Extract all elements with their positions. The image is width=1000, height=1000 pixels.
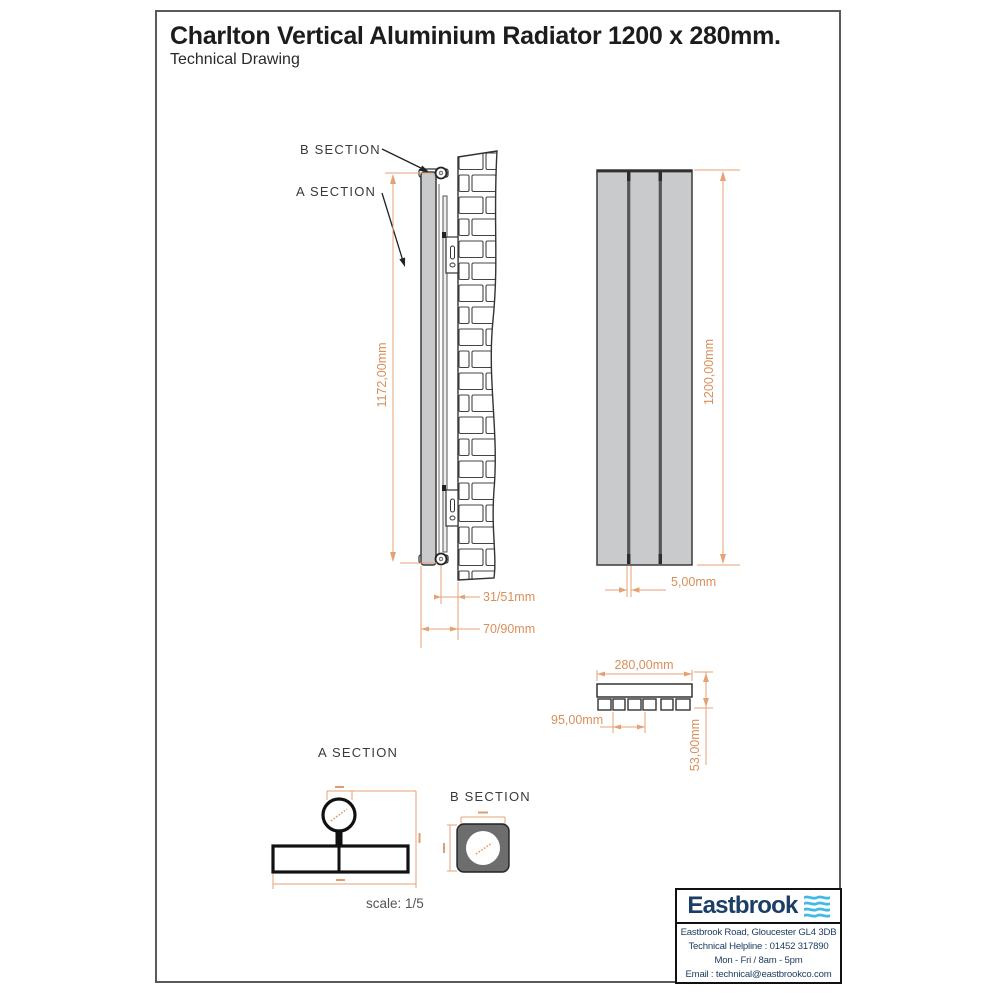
front-panel-body [596, 169, 693, 566]
wall-depth-dim-text: 70/90mm [483, 622, 535, 636]
scale-note: scale: 1/5 [366, 896, 424, 911]
radiator-side-profile [420, 171, 440, 566]
panel-separator-2 [658, 171, 662, 564]
top-centres-dim-text: 95,00mm [551, 713, 603, 727]
a-section-profile [271, 797, 410, 874]
footer-contact-lines: Eastbrook Road, Gloucester GL4 3DB Techn… [677, 924, 840, 982]
panel-gap-dim-text: 5,00mm [671, 575, 716, 589]
wall-bracket-rail [442, 195, 448, 553]
top-width-dimension [596, 670, 693, 681]
page-subtitle: Technical Drawing [170, 51, 300, 68]
side-view: B SECTION A SECTION 1172,00mm [296, 142, 535, 648]
side-height-dimension [385, 172, 437, 564]
a-section-title: A SECTION [318, 745, 398, 760]
a-section-detail: A SECTION [271, 745, 421, 889]
upper-bracket-plate [442, 232, 459, 274]
footer-helpline: Technical Helpline : 01452 317890 [688, 941, 829, 952]
a-section-bore-micro-label [330, 808, 348, 822]
wall-depth-dimension [421, 626, 480, 632]
top-view-fins [597, 698, 691, 711]
page-title: Charlton Vertical Aluminium Radiator 120… [170, 22, 781, 50]
b-section-title: B SECTION [450, 789, 531, 804]
top-depth-dim-text: 53,00mm [688, 719, 702, 771]
b-section-callout-label: B SECTION [300, 142, 381, 157]
page-border-frame [155, 10, 841, 983]
footer-address: Eastbrook Road, Gloucester GL4 3DB [680, 927, 837, 938]
top-cap-circle [434, 166, 448, 180]
front-height-dimension [694, 169, 740, 566]
b-section-leader-arrow [381, 148, 429, 172]
front-height-dim-text: 1200,00mm [702, 339, 716, 405]
footer-hours: Mon - Fri / 8am - 5pm [714, 955, 803, 966]
top-width-dim-text: 280,00mm [614, 658, 673, 672]
bottom-cap-circle [434, 552, 448, 566]
eastbrook-waves-icon [803, 895, 830, 918]
a-section-callout-label: A SECTION [296, 184, 376, 199]
top-depth-dimension [694, 671, 713, 765]
footer-contact-card: Eastbrook Eastbrook Road, Gloucester GL4… [675, 888, 842, 984]
front-view: 1200,00mm 5,00mm [596, 169, 740, 597]
side-height-dim-text: 1172,00mm [375, 342, 389, 407]
panel-separator-1 [627, 171, 631, 564]
top-view-back-plate [596, 683, 693, 698]
b-section-dimensions [443, 811, 506, 872]
lower-bracket-plate [442, 485, 459, 527]
footer-email: Email : technical@eastbrookco.com [685, 969, 832, 980]
eastbrook-logo: Eastbrook [677, 890, 840, 924]
b-section-detail: B SECTION [443, 789, 531, 873]
brick-wall [457, 150, 498, 581]
title-block: Charlton Vertical Aluminium Radiator 120… [170, 22, 830, 69]
a-section-dimensions [272, 786, 421, 889]
top-centres-dimension [600, 712, 646, 733]
panel-gap-dimension [605, 566, 666, 597]
b-section-profile [456, 823, 510, 873]
top-view: 280,00mm 95,00mm [551, 658, 713, 771]
brand-wordmark: Eastbrook [687, 892, 798, 919]
b-section-bore-micro-label [475, 842, 493, 855]
bracket-depth-dim-text: 31/51mm [483, 590, 535, 604]
bracket-depth-dimension [420, 566, 480, 648]
a-section-leader-arrow [381, 192, 406, 267]
